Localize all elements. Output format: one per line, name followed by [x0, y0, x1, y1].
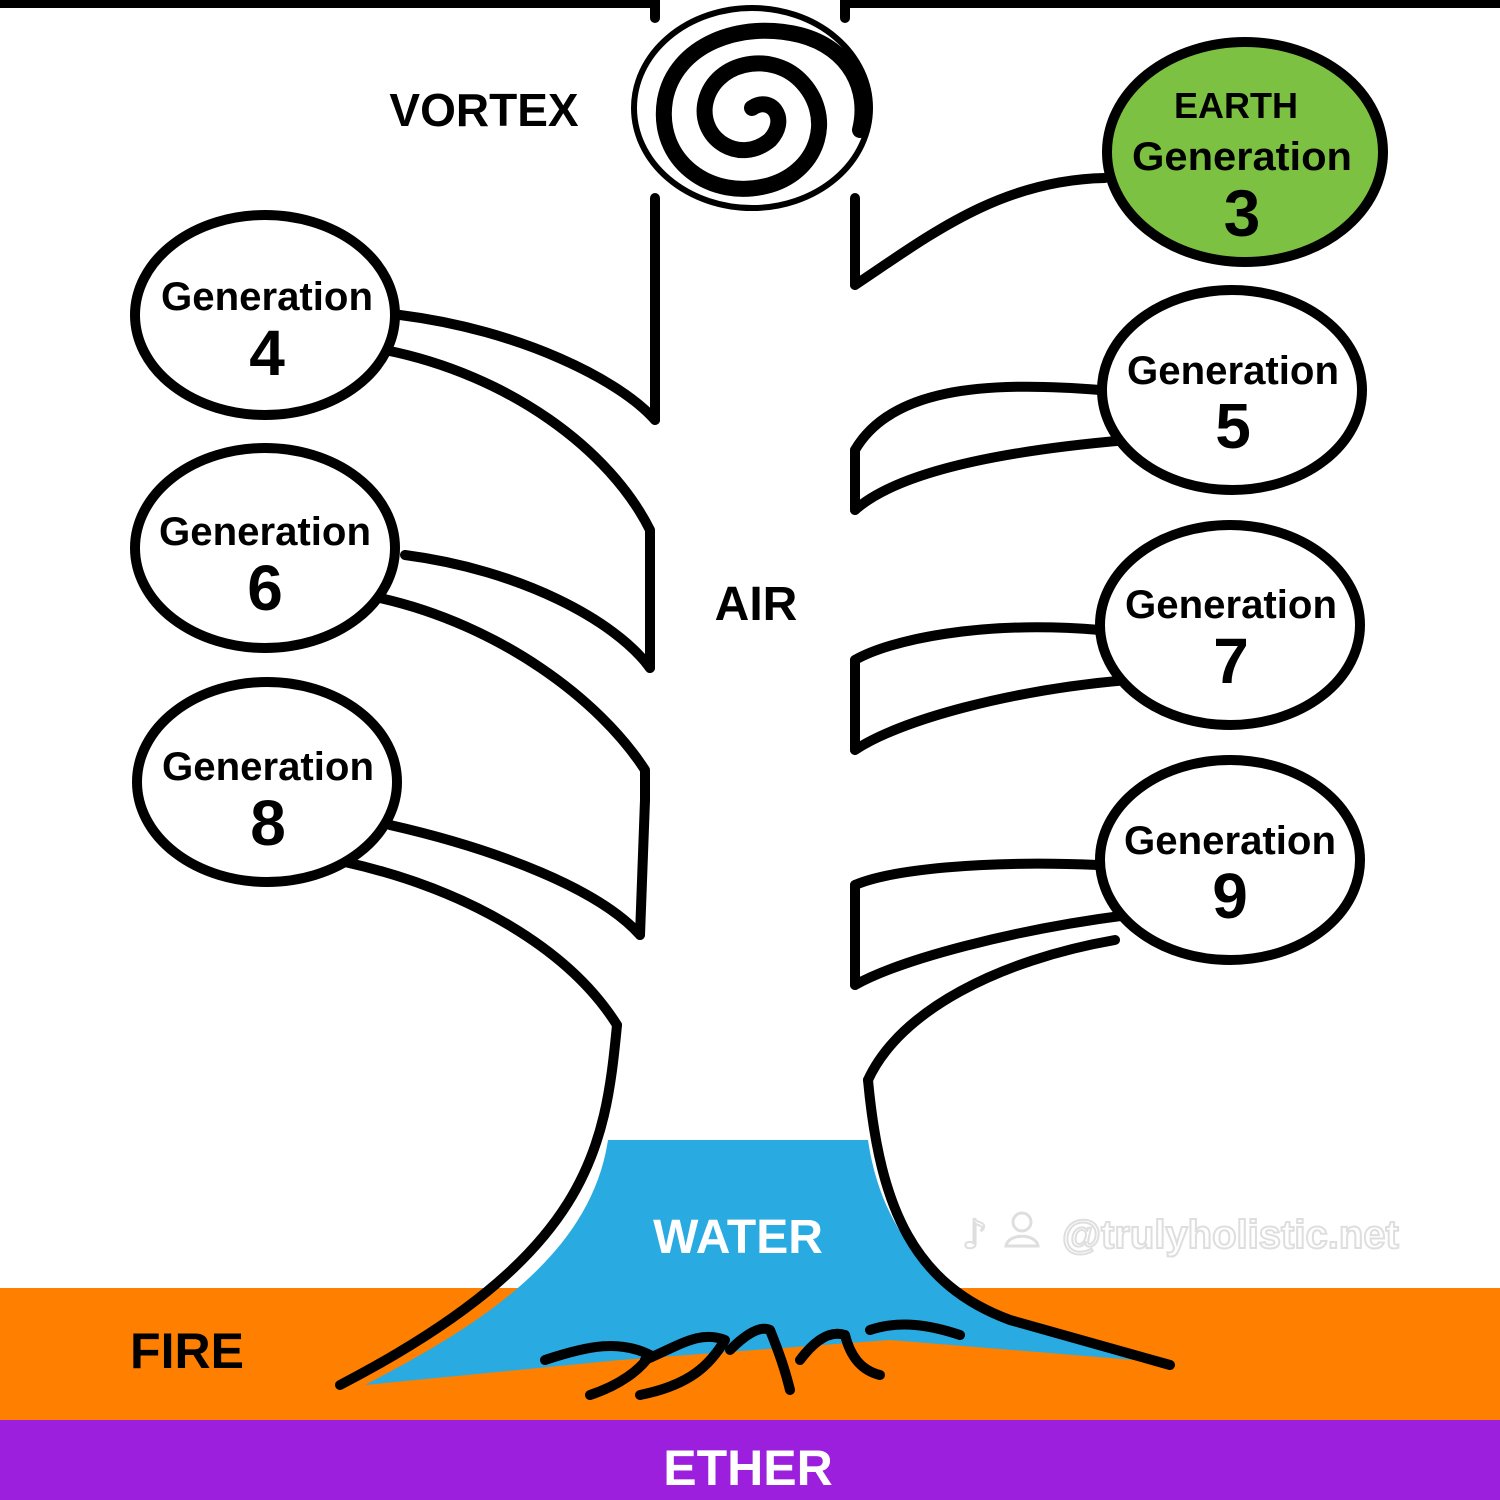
- user-icon: [1004, 1211, 1040, 1248]
- bubble-texts: EARTH Generation 3 Generation 4 Generati…: [159, 85, 1352, 932]
- ether-band: [0, 1420, 1500, 1500]
- generation-5-bubble: [1097, 285, 1367, 495]
- generation-4-bubble: [130, 210, 400, 420]
- ether-label: ETHER: [663, 1440, 832, 1496]
- generation-4-word: Generation: [161, 275, 373, 319]
- generation-7-number: 7: [1213, 625, 1249, 697]
- tiktok-icon: ♪: [962, 1212, 988, 1258]
- generation-6-number: 6: [247, 552, 283, 624]
- generation-5-number: 5: [1215, 390, 1251, 462]
- branches-left: [340, 310, 660, 1030]
- watermark: ♪ @trulyholistic.net: [961, 1211, 1400, 1259]
- earth-generation-word: Generation: [1132, 135, 1352, 179]
- earth-label: EARTH: [1174, 85, 1298, 126]
- bubbles: [130, 37, 1388, 965]
- earth-generation-3-bubble: [1102, 37, 1388, 267]
- branches-right: [850, 173, 1133, 1085]
- generation-9-number: 9: [1212, 860, 1248, 932]
- water-area: [365, 1140, 1160, 1385]
- fire-label: FIRE: [130, 1323, 244, 1379]
- vortex-label: VORTEX: [389, 84, 578, 136]
- generation-6-bubble: [130, 443, 400, 653]
- earth-generation-number: 3: [1224, 176, 1261, 250]
- air-label: AIR: [715, 578, 798, 631]
- generation-8-bubble: [132, 677, 402, 887]
- generation-7-word: Generation: [1125, 583, 1337, 627]
- water-label: WATER: [653, 1211, 823, 1264]
- generation-5-word: Generation: [1127, 349, 1339, 393]
- generation-9-bubble: [1095, 755, 1365, 965]
- watermark-handle: @trulyholistic.net: [1062, 1213, 1399, 1257]
- generation-8-number: 8: [250, 787, 286, 859]
- vortex-spiral-icon: [631, 5, 873, 211]
- generation-4-number: 4: [249, 317, 285, 389]
- roots: [540, 1319, 965, 1400]
- generation-8-word: Generation: [162, 745, 374, 789]
- generation-6-word: Generation: [159, 510, 371, 554]
- generation-9-word: Generation: [1124, 819, 1336, 863]
- generation-7-bubble: [1095, 520, 1365, 730]
